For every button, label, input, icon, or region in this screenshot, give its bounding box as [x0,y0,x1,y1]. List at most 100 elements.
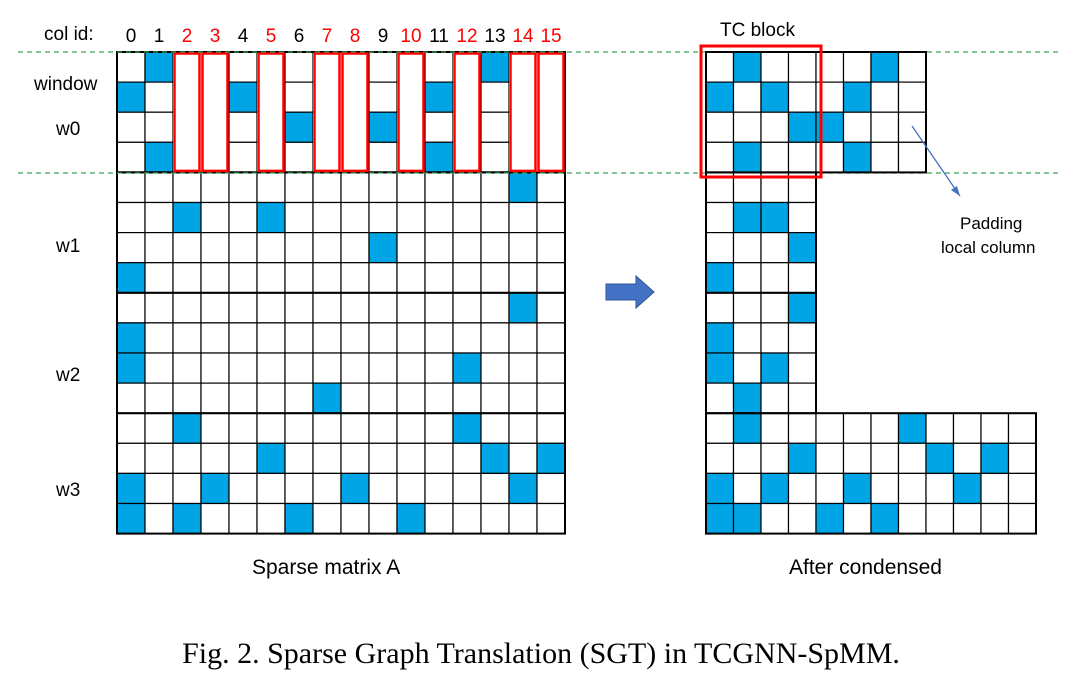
column-id-9: 9 [378,26,389,47]
empty-cell [201,112,229,143]
nonzero-cell [116,322,146,354]
column-id-8: 8 [350,26,361,47]
condensed-nonzero-cell [952,472,982,505]
empty-cell [228,472,258,505]
empty-cell [341,142,369,173]
empty-cell [536,382,566,414]
condensed-empty-cell [870,472,900,505]
condensed-empty-cell [815,472,845,505]
empty-cell [480,81,510,113]
empty-cell [341,52,369,83]
condensed-empty-cell [760,262,790,294]
empty-cell [368,382,398,414]
empty-cell [284,472,314,505]
highlighted-column-8 [341,52,369,173]
condensed-empty-cell [705,232,735,264]
empty-cell [480,292,510,324]
condensed-nonzero-cell [870,51,900,83]
condensed-empty-cell [815,442,845,474]
nonzero-cell [480,442,510,474]
condensed-empty-cell [980,412,1010,444]
condensed-nonzero-cell [760,81,790,113]
highlighted-column-15 [537,52,565,173]
empty-cell [453,52,481,83]
column-id-7: 7 [322,26,333,47]
condensed-empty-cell [870,111,900,143]
empty-cell [256,262,286,294]
condensed-empty-cell [732,352,762,384]
empty-cell [313,52,341,83]
empty-cell [452,232,482,264]
window-label-w2: w2 [55,365,80,386]
condensed-empty-cell [732,472,762,505]
condensed-empty-cell [897,141,927,174]
empty-cell [368,472,398,505]
condensed-empty-cell [787,141,817,174]
condensed-empty-cell [870,412,900,444]
empty-cell [257,52,285,83]
condensed-empty-cell [732,442,762,474]
nonzero-cell [480,51,510,83]
condensed-empty-cell [897,81,927,113]
empty-cell [340,382,370,414]
empty-cell [228,502,258,535]
empty-cell [424,412,454,444]
condensed-empty-cell [787,412,817,444]
empty-cell [228,322,258,354]
empty-cell [116,111,146,143]
empty-cell [172,352,202,384]
condensed-nonzero-cell [705,322,735,354]
empty-cell [396,442,426,474]
empty-cell [396,382,426,414]
column-id-2: 2 [182,26,193,47]
empty-cell [452,472,482,505]
empty-cell [172,262,202,294]
condensed-empty-cell [787,51,817,83]
condensed-nonzero-cell [842,141,872,174]
empty-cell [312,322,342,354]
empty-cell [116,292,146,324]
empty-cell [340,201,370,234]
condensed-nonzero-cell [705,352,735,384]
empty-cell [452,292,482,324]
column-id-13: 13 [484,26,505,47]
empty-cell [480,201,510,234]
empty-cell [424,51,454,83]
empty-cell [144,322,174,354]
nonzero-cell [312,382,342,414]
condensed-empty-cell [870,442,900,474]
condensed-empty-cell [842,51,872,83]
empty-cell [284,412,314,444]
condensed-nonzero-cell [787,232,817,264]
empty-cell [312,262,342,294]
condensed-empty-cell [925,412,955,444]
nonzero-cell [200,472,230,505]
empty-cell [172,322,202,354]
empty-cell [480,171,510,204]
empty-cell [397,142,425,173]
condensed-empty-cell [787,262,817,294]
condensed-empty-cell [952,412,982,444]
empty-cell [144,412,174,444]
padding-label-line1: Padding [960,214,1022,233]
empty-cell [509,142,537,173]
empty-cell [312,442,342,474]
empty-cell [509,52,537,83]
empty-cell [116,382,146,414]
condensed-empty-cell [760,382,790,414]
nonzero-cell [256,442,286,474]
condensed-empty-cell [897,51,927,83]
empty-cell [341,112,369,143]
condensed-empty-cell [760,111,790,143]
empty-cell [200,382,230,414]
condensed-empty-cell [842,502,872,535]
condensed-empty-cell [732,262,762,294]
condensed-empty-cell [705,382,735,414]
empty-cell [256,232,286,264]
condensed-empty-cell [760,412,790,444]
empty-cell [480,232,510,264]
condensed-nonzero-cell [925,442,955,474]
condensed-empty-cell [760,502,790,535]
empty-cell [508,442,538,474]
empty-cell [509,82,537,113]
